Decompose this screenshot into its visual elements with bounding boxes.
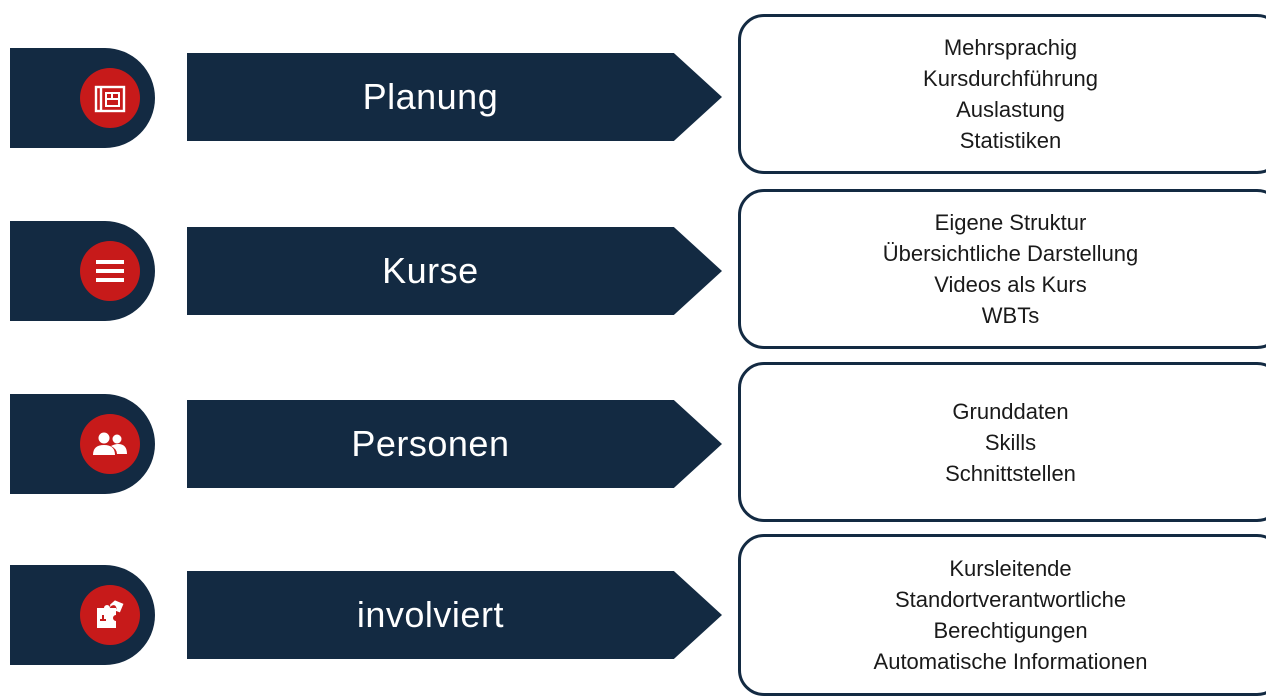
detail-item: Auslastung xyxy=(956,97,1065,122)
details-box: Mehrsprachig Kursdurchführung Auslastung… xyxy=(738,14,1266,174)
puzzle-icon xyxy=(80,585,140,645)
blueprint-icon xyxy=(80,68,140,128)
tab-shape xyxy=(10,221,155,321)
details-box: Grunddaten Skills Schnittstellen xyxy=(738,362,1266,522)
row-personen: Personen Grunddaten Skills Schnittstelle… xyxy=(0,0,1266,522)
tab-shape xyxy=(10,394,155,494)
row-planung: Planung Mehrsprachig Kursdurchführung Au… xyxy=(0,0,1266,174)
category-label: involviert xyxy=(356,594,504,635)
detail-item: Kursleitende xyxy=(949,556,1072,581)
people-icon xyxy=(80,414,140,474)
detail-item: Schnittstellen xyxy=(945,460,1076,486)
tab-shape xyxy=(10,48,155,148)
category-label: Planung xyxy=(362,76,499,117)
details-box: Kursleitende Standortverantwortliche Ber… xyxy=(738,534,1266,696)
detail-item: Mehrsprachig xyxy=(943,35,1078,60)
list-icon xyxy=(80,241,140,301)
detail-item: Kursdurchführung xyxy=(923,66,1098,91)
detail-item: Übersichtliche Darstellung xyxy=(882,241,1139,266)
detail-item: Skills xyxy=(984,429,1037,455)
category-arrow: involviert xyxy=(187,571,722,659)
detail-item: WBTs xyxy=(981,303,1040,328)
detail-item: Videos als Kurs xyxy=(934,272,1087,297)
category-arrow: Personen xyxy=(187,400,722,488)
row-kurse: Kurse Eigene Struktur Übersichtliche Dar… xyxy=(0,0,1266,349)
category-label: Personen xyxy=(351,423,510,464)
detail-item: Berechtigungen xyxy=(933,618,1088,643)
detail-item: Grunddaten xyxy=(952,398,1069,424)
detail-item: Eigene Struktur xyxy=(934,210,1087,235)
detail-item: Standortverantwortliche xyxy=(894,587,1127,612)
category-arrow: Kurse xyxy=(187,227,722,315)
category-arrow: Planung xyxy=(187,53,722,141)
details-box: Eigene Struktur Übersichtliche Darstellu… xyxy=(738,189,1266,349)
detail-item: Automatische Informationen xyxy=(873,649,1148,674)
category-label: Kurse xyxy=(382,250,479,291)
tab-shape xyxy=(10,565,155,665)
detail-item: Statistiken xyxy=(959,128,1062,153)
